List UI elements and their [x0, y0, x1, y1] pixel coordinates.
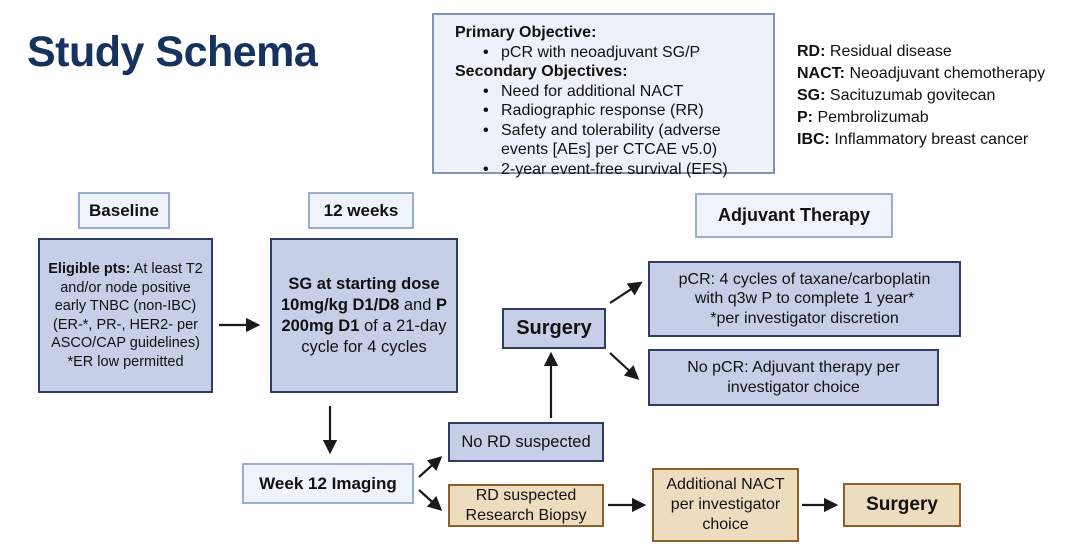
abbreviation-legend: RD: Residual disease NACT: Neoadjuvant c…: [797, 41, 1045, 151]
treatment-sg-dose: SG at starting dose 10mg/kg D1/D8: [280, 274, 440, 314]
node-rd-suspected-biopsy: RD suspected Research Biopsy: [448, 484, 604, 527]
arrow-week12-to-rd: [418, 489, 443, 511]
objective-item: Radiographic response (RR): [455, 101, 763, 121]
treatment-p-dose: P 200mg D1: [281, 295, 447, 335]
pcr-line: *per investigator discretion: [710, 309, 899, 327]
node-no-rd-suspected: No RD suspected: [448, 422, 604, 462]
legend-definition: Inflammatory breast cancer: [834, 131, 1029, 148]
objective-item: pCR with neoadjuvant SG/P: [455, 43, 763, 63]
primary-objective-heading: Primary Objective:: [455, 24, 597, 41]
week12-imaging-text: Week 12 Imaging: [259, 473, 397, 493]
legend-term: NACT:: [797, 65, 845, 82]
legend-definition: Sacituzumab govitecan: [829, 87, 996, 104]
no-pcr-line: No pCR: Adjuvant therapy per: [687, 359, 900, 376]
stage-label-text: Baseline: [89, 200, 159, 220]
objectives-panel: Primary Objective: pCR with neoadjuvant …: [432, 13, 775, 179]
pcr-line: pCR: 4 cycles of taxane/carboplatin: [678, 270, 931, 288]
objective-item: Safety and tolerability (adverse events …: [455, 121, 763, 160]
arrow-week12-to-no-rd: [418, 456, 443, 478]
treatment-cycle: of a 21-day cycle for 4 cycles: [301, 316, 447, 356]
stage-label-text: 12 weeks: [323, 200, 399, 220]
page-title: Study Schema: [27, 28, 318, 76]
legend-entry-ibc: IBC: Inflammatory breast cancer: [797, 129, 1045, 151]
legend-term: RD:: [797, 43, 826, 60]
eligibility-rest: At least T2 and/or node positive early T…: [51, 261, 203, 370]
legend-term: IBC:: [797, 131, 830, 148]
legend-definition: Neoadjuvant chemotherapy: [849, 65, 1046, 82]
add-nact-line: Additional NACT: [666, 476, 785, 493]
node-week12-imaging: Week 12 Imaging: [242, 463, 414, 504]
rd-line: Research Biopsy: [465, 506, 587, 524]
stage-label-12-weeks: 12 weeks: [308, 192, 414, 229]
legend-entry-p: P: Pembrolizumab: [797, 107, 1045, 129]
surgery-text: Surgery: [516, 317, 592, 339]
surgery-after-nact-text: Surgery: [866, 494, 938, 515]
stage-label-text: Adjuvant Therapy: [717, 205, 871, 225]
stage-label-baseline: Baseline: [78, 192, 170, 229]
legend-entry-rd: RD: Residual disease: [797, 41, 1045, 63]
rd-line: RD suspected: [475, 486, 577, 504]
legend-entry-nact: NACT: Neoadjuvant chemotherapy: [797, 63, 1045, 85]
secondary-objective-list: Need for additional NACT Radiographic re…: [455, 82, 763, 180]
arrow-surgery-to-pcr: [609, 281, 643, 304]
legend-entry-sg: SG: Sacituzumab govitecan: [797, 85, 1045, 107]
no-rd-text: No RD suspected: [461, 432, 591, 451]
objective-item: 2-year event-free survival (EFS): [455, 160, 763, 180]
legend-definition: Pembrolizumab: [817, 109, 929, 126]
legend-definition: Residual disease: [829, 43, 952, 60]
treatment-text: SG at starting dose 10mg/kg D1/D8 and P …: [279, 274, 449, 358]
node-eligibility: Eligible pts: At least T2 and/or node po…: [38, 238, 213, 393]
eligibility-text: Eligible pts: At least T2 and/or node po…: [44, 260, 207, 371]
node-surgery: Surgery: [502, 308, 606, 349]
arrow-surgery-to-no-pcr: [609, 352, 640, 380]
objective-item: Need for additional NACT: [455, 82, 763, 102]
node-pcr-adjuvant: pCR: 4 cycles of taxane/carboplatin with…: [648, 261, 961, 337]
legend-term: SG:: [797, 87, 826, 104]
node-surgery-after-nact: Surgery: [843, 483, 961, 527]
treatment-and: and: [399, 295, 436, 314]
stage-label-adjuvant-therapy: Adjuvant Therapy: [695, 193, 893, 238]
node-treatment: SG at starting dose 10mg/kg D1/D8 and P …: [270, 238, 458, 393]
eligibility-bold: Eligible pts:: [48, 261, 131, 277]
node-additional-nact: Additional NACT per investigator choice: [652, 468, 799, 542]
pcr-line: with q3w P to complete 1 year*: [694, 290, 915, 308]
add-nact-line: choice: [702, 516, 749, 533]
primary-objective-list: pCR with neoadjuvant SG/P: [455, 43, 763, 63]
add-nact-line: per investigator: [670, 496, 781, 513]
legend-term: P:: [797, 109, 813, 126]
node-no-pcr-adjuvant: No pCR: Adjuvant therapy per investigato…: [648, 349, 939, 406]
no-pcr-line: investigator choice: [727, 378, 860, 396]
secondary-objectives-heading: Secondary Objectives:: [455, 63, 628, 80]
